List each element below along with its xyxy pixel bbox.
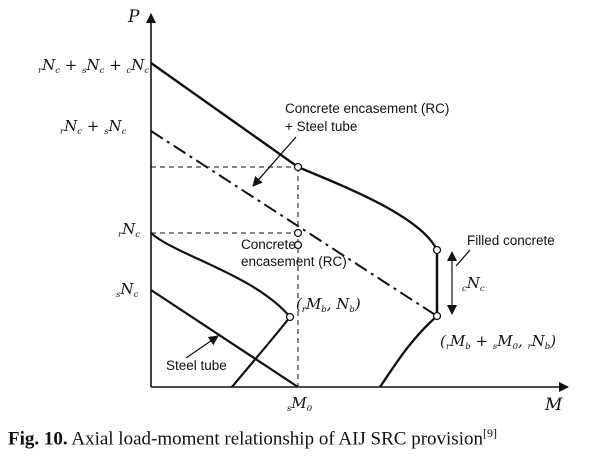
steel-tube-line xyxy=(150,289,299,388)
rc-label-line2: encasement (RC) xyxy=(241,254,347,269)
combined-interaction-curve xyxy=(150,62,439,388)
y-label-rc-plus-steel: rNc + sNc xyxy=(60,117,127,137)
rc-label-line1: Concrete xyxy=(241,237,296,252)
filled-concrete-pointer xyxy=(455,249,471,267)
combined-label-arrow xyxy=(252,136,297,187)
y-label-total-capacity: rNc + sNc + cNc xyxy=(38,56,149,76)
combined-balance-point-label: (rMb + sM0, rNb) xyxy=(440,332,556,352)
figure-caption: Fig. 10. Axial load-moment relationship … xyxy=(8,426,598,450)
rc-plus-steel-line xyxy=(150,130,438,317)
marker-rc-vertical xyxy=(293,240,303,250)
interaction-diagram: P M rNc + sNc + cNc rNc + sNc rNc sNc sM… xyxy=(38,7,569,415)
rc-interaction-curve xyxy=(150,232,292,388)
steel-tube-label: Steel tube xyxy=(166,358,227,373)
caption-text: Axial load-moment relationship of AIJ SR… xyxy=(67,428,483,450)
x-axis-label: M xyxy=(544,395,563,415)
combined-label-line2: + Steel tube xyxy=(285,119,357,134)
x-label-m0: sM0 xyxy=(287,394,313,414)
rc-balance-point-label: (rMb, Nb) xyxy=(296,295,361,315)
marker-filled-bottom xyxy=(432,311,442,321)
marker-rc-balance xyxy=(285,312,295,322)
caption-reference: [9] xyxy=(482,426,497,440)
combined-label-line1: Concrete encasement (RC) xyxy=(285,101,449,116)
filled-dim-label: cNc xyxy=(462,274,485,294)
marker-combined-upper xyxy=(293,162,303,172)
y-axis-label: P xyxy=(127,7,140,27)
marker-rc-steel-junction xyxy=(293,228,303,238)
y-label-rc: rNc xyxy=(118,220,140,240)
y-label-steel: sNc xyxy=(116,280,139,300)
marker-filled-top xyxy=(432,245,442,255)
steel-tube-arrow xyxy=(185,335,219,359)
figure-number: Fig. 10. xyxy=(8,428,68,450)
filled-concrete-label: Filled concrete xyxy=(467,233,555,248)
